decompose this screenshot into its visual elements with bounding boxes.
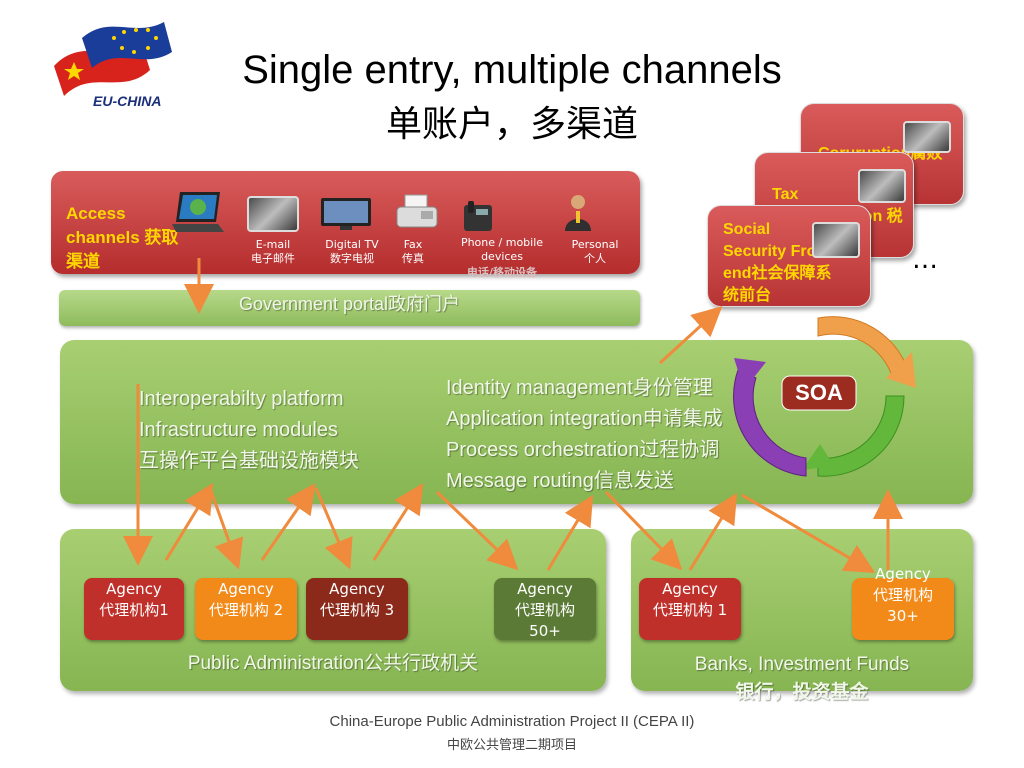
- footer-line-2: 中欧公共管理二期项目: [446, 737, 577, 752]
- arrow-agency2-to-platform: [260, 483, 316, 561]
- channel-phone-label: Phone / mobile devices: [460, 236, 544, 263]
- arrow-platform-to-bank30: [741, 493, 876, 574]
- arrow-platform-to-frontend: [658, 305, 723, 365]
- interoperability-platform-panel: [60, 340, 973, 504]
- flag-icon: [54, 22, 172, 96]
- arrow-platform-to-agency50: [435, 490, 519, 571]
- tv-icon: [320, 197, 372, 235]
- logo-text: EU-CHINA: [93, 93, 162, 109]
- laptop-icon: [168, 188, 228, 240]
- card-tax-photo: [858, 169, 906, 203]
- arrow-bank1-to-platform: [688, 492, 738, 571]
- person-icon: [563, 193, 593, 237]
- arrow-platform-to-agency3: [314, 487, 353, 570]
- channel-phone-cn-label: 电话/移动设备: [466, 266, 538, 279]
- page-subtitle: 单账户，多渠道: [385, 104, 638, 145]
- arrow-agency50-to-platform: [546, 494, 594, 571]
- more-ellipsis: …: [912, 245, 938, 275]
- page-title: Single entry, multiple channels: [242, 48, 782, 92]
- government-portal-label: Government portal政府门户: [238, 294, 461, 314]
- card-social-security-title: Social Security Front end社会保障系统前台: [723, 221, 832, 304]
- fax-icon: [395, 193, 439, 237]
- access-channels-label: Access channels 获取渠道: [66, 204, 179, 271]
- arrow-agency1-to-platform: [164, 482, 214, 561]
- phone-icon: [462, 199, 494, 237]
- arrow-platform-to-bank1: [604, 490, 683, 571]
- footer-line-1: China-Europe Public Administration Proje…: [329, 713, 695, 730]
- bank-agency-30-plus: Agency 代理机构 30+: [852, 565, 954, 640]
- card-corruption-photo: [903, 121, 951, 153]
- eu-china-logo: EU-CHINA: [52, 18, 182, 118]
- government-portal-bar: [59, 290, 640, 326]
- arrow-agency3-to-platform: [372, 482, 424, 561]
- soa-cycle-graphic: SOA: [716, 300, 921, 490]
- card-social-security-photo: [812, 222, 860, 258]
- email-icon: [247, 196, 299, 232]
- public-administration-label: Public Administration公共行政机关: [187, 653, 479, 674]
- soa-label: SOA: [795, 380, 843, 405]
- arrow-platform-to-agency2: [208, 487, 244, 570]
